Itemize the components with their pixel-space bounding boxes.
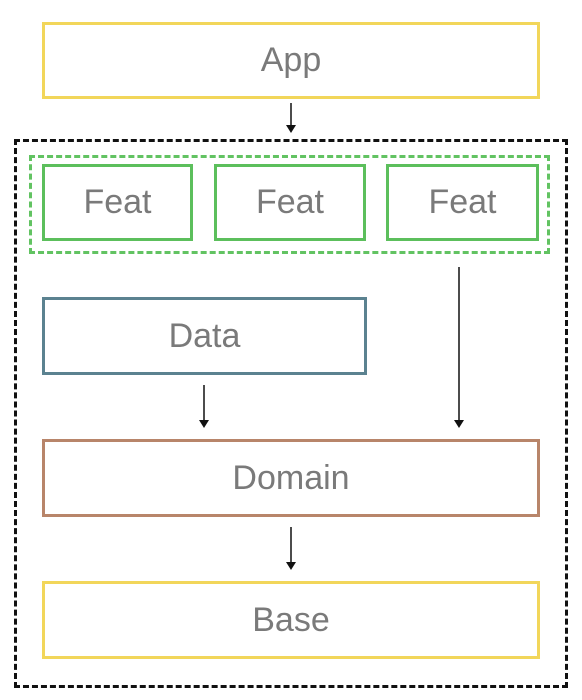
module-group-outline xyxy=(14,139,568,688)
app-box: App xyxy=(42,22,540,99)
feat-label-2: Feat xyxy=(255,183,325,221)
base-box: Base xyxy=(42,581,540,659)
feat-box-3: Feat xyxy=(386,164,539,241)
feat-box-2: Feat xyxy=(214,164,366,241)
domain-label: Domain xyxy=(232,458,350,497)
domain-box: Domain xyxy=(42,439,540,517)
data-label: Data xyxy=(168,316,241,355)
app-label: App xyxy=(260,41,322,79)
feat-box-1: Feat xyxy=(42,164,193,241)
arrowhead-app-to-group xyxy=(286,125,296,133)
feat-label-1: Feat xyxy=(83,183,152,221)
feature-group-outline xyxy=(29,155,550,254)
base-label: Base xyxy=(252,600,330,639)
data-box: Data xyxy=(42,297,367,375)
feat-label-3: Feat xyxy=(428,183,497,221)
